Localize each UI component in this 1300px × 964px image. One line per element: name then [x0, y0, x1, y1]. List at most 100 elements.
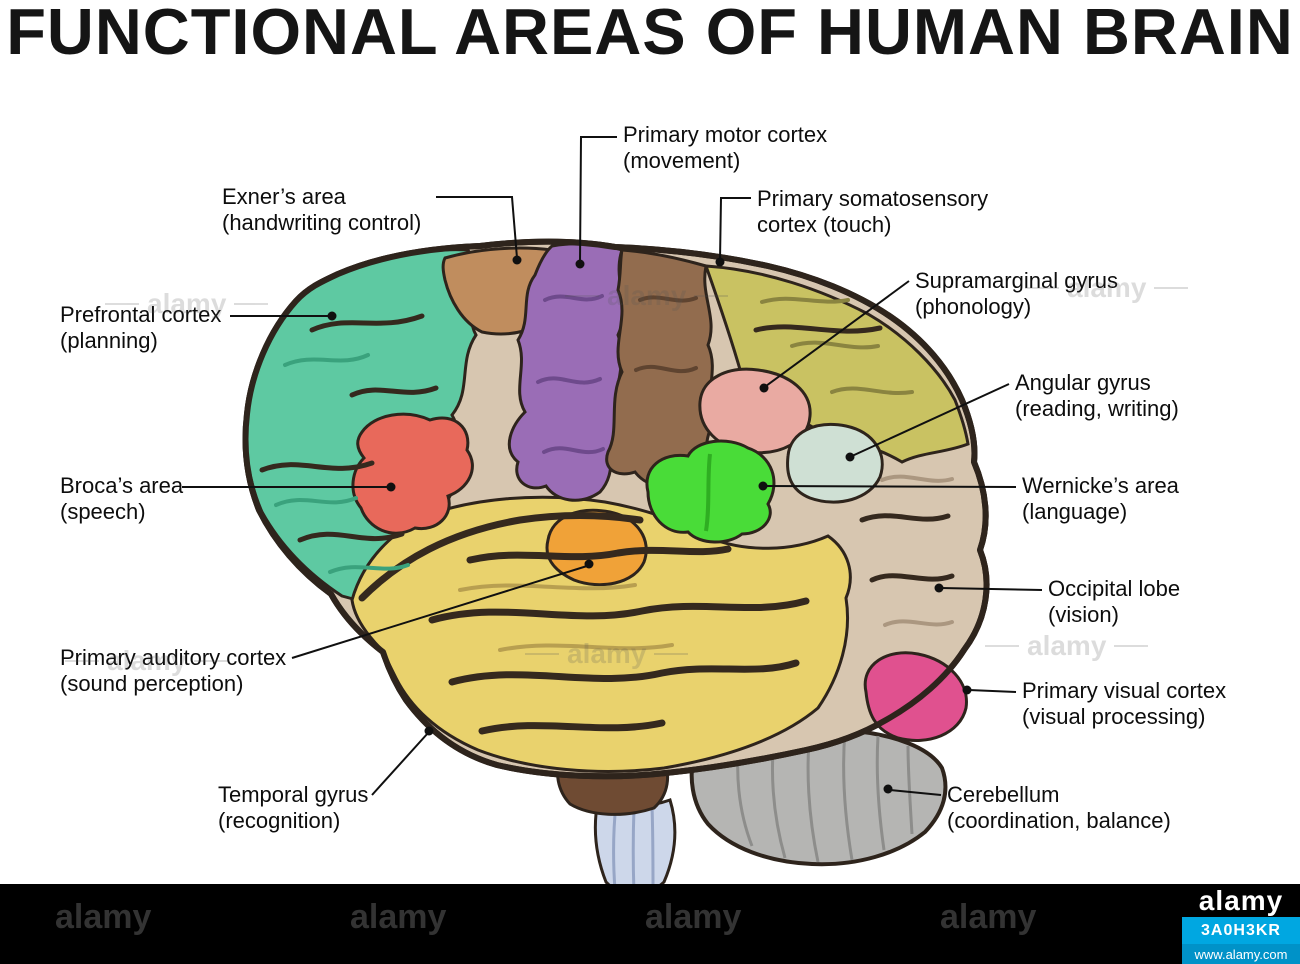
label-text-secondary: (phonology)	[915, 294, 1032, 319]
leader-lines	[182, 136, 1043, 796]
alamy-logo: alamy	[1182, 884, 1300, 917]
label-text-primary: Primary motor cortex	[623, 122, 828, 147]
watermark-dash	[1025, 287, 1059, 289]
label-text-secondary: (reading, writing)	[1015, 396, 1179, 421]
label-exners-area: Exner’s area (handwriting control)	[222, 184, 421, 236]
watermark-dash	[1114, 645, 1149, 647]
region-wernickes-area	[645, 439, 776, 544]
label-text-primary: Exner’s area	[222, 184, 346, 209]
pointer-dots	[327, 255, 972, 794]
watermark-text: alamy	[1067, 272, 1147, 303]
watermark-bar-logo: alamy	[350, 898, 447, 936]
label-text-secondary: (handwriting control)	[222, 210, 422, 235]
label-text-secondary: (planning)	[60, 328, 158, 353]
leader-line-occipital-lobe	[940, 587, 1043, 591]
pointer-dot-primary-motor-cortex	[575, 259, 585, 269]
label-text-primary: Prefrontal cortex	[60, 302, 222, 327]
pointer-dot-primary-auditory-cortex	[584, 559, 594, 569]
watermark: alamy	[525, 638, 689, 670]
label-text-primary: Supramarginal gyrus	[915, 268, 1118, 293]
leader-line-primary-visual-cortex	[968, 689, 1017, 693]
label-wernickes-area: Wernicke’s area (language)	[1022, 473, 1179, 525]
label-occipital-lobe: Occipital lobe (vision)	[1048, 576, 1180, 628]
label-text-primary: Occipital lobe	[1048, 576, 1181, 601]
region-angular-gyrus	[786, 423, 884, 504]
label-primary-somatosensory-cortex: Primary somatosensory cortex (touch)	[757, 186, 988, 238]
label-text-secondary: (recognition)	[218, 808, 341, 833]
watermark-bar-logo: alamy	[645, 898, 742, 936]
watermark-text: alamy	[567, 638, 647, 669]
label-text-secondary: (speech)	[60, 499, 146, 524]
watermark-dash	[1154, 287, 1189, 289]
watermark-bar-logo: alamy	[940, 898, 1037, 936]
label-text-secondary: (visual processing)	[1022, 704, 1206, 729]
cerebrum-outline	[242, 238, 990, 780]
watermark-dash	[654, 653, 689, 655]
watermark-dash	[525, 653, 559, 655]
watermark: alamy	[985, 630, 1149, 662]
watermark-text: alamy	[1027, 630, 1107, 661]
label-angular-gyrus: Angular gyrus (reading, writing)	[1015, 370, 1179, 422]
leader-line-exners-area	[436, 196, 518, 259]
label-primary-auditory-cortex: Primary auditory cortex (sound perceptio…	[60, 645, 286, 697]
leader-line-primary-motor-cortex	[579, 136, 617, 263]
label-text-secondary: cortex (touch)	[757, 212, 892, 237]
leader-line-wernickes-area	[764, 485, 1017, 488]
leader-line-cerebellum	[889, 789, 942, 796]
watermark-dash	[105, 303, 139, 305]
wernicke-lobe-divider	[704, 453, 712, 532]
leader-line-angular-gyrus	[851, 383, 1010, 457]
label-text-primary: Temporal gyrus	[218, 782, 369, 807]
pointer-dot-wernickes-area	[758, 481, 768, 491]
pointer-dot-primary-visual-cortex	[962, 685, 972, 695]
label-text-primary: Primary auditory cortex	[60, 645, 287, 670]
label-text-secondary: (vision)	[1048, 602, 1119, 627]
sulci-lines	[259, 294, 955, 735]
pointer-dot-supramarginal-gyrus	[759, 383, 769, 393]
pointer-dot-cerebellum	[883, 784, 893, 794]
pointer-dot-angular-gyrus	[845, 452, 855, 462]
label-text-secondary: (movement)	[623, 148, 741, 173]
leader-line-primary-auditory-cortex	[291, 565, 588, 659]
watermark-dash	[234, 303, 269, 305]
label-cerebellum: Cerebellum (coordination, balance)	[947, 782, 1171, 834]
label-text-primary: Wernicke’s area	[1022, 473, 1179, 498]
pointer-dot-primary-somatosensory-cortex	[715, 257, 725, 267]
label-primary-motor-cortex: Primary motor cortex (movement)	[623, 122, 827, 174]
watermark: alamy	[65, 645, 229, 677]
label-text-primary: Primary somatosensory	[757, 186, 989, 211]
watermark-bar: alamy alamy alamy alamy	[0, 884, 1300, 964]
region-temporal-gyrus	[350, 495, 852, 773]
page-title: FUNCTIONAL AREAS OF HUMAN BRAIN	[6, 0, 1294, 68]
watermark-dash	[194, 660, 229, 662]
pointer-dot-prefrontal-cortex	[327, 311, 337, 321]
leader-line-temporal-gyrus	[371, 732, 429, 796]
pointer-dot-occipital-lobe	[934, 583, 944, 593]
label-text-secondary: (coordination, balance)	[947, 808, 1171, 833]
watermark-text: alamy	[147, 288, 227, 319]
label-text-primary: Cerebellum	[947, 782, 1060, 807]
pointer-dot-temporal-gyrus	[424, 726, 434, 736]
label-primary-visual-cortex: Primary visual cortex (visual processing…	[1022, 678, 1226, 730]
watermark: alamy	[1025, 272, 1189, 304]
watermark-dash	[565, 295, 599, 297]
watermark: alamy	[565, 280, 729, 312]
label-brocas-area: Broca’s area (speech)	[60, 473, 183, 525]
watermark-dash	[694, 295, 729, 297]
label-text-secondary: (sound perception)	[60, 671, 244, 696]
label-text-primary: Primary visual cortex	[1022, 678, 1227, 703]
label-prefrontal-cortex: Prefrontal cortex (planning)	[60, 302, 221, 354]
watermark-dash	[985, 645, 1019, 647]
watermark-dash	[65, 660, 99, 662]
watermark-text: alamy	[107, 645, 187, 676]
watermark: alamy	[105, 288, 269, 320]
label-temporal-gyrus: Temporal gyrus (recognition)	[218, 782, 368, 834]
alamy-url: www.alamy.com	[1182, 944, 1300, 964]
pointer-dot-brocas-area	[386, 482, 396, 492]
label-supramarginal-gyrus: Supramarginal gyrus (phonology)	[915, 268, 1118, 320]
leader-line-supramarginal-gyrus	[765, 280, 910, 387]
pointer-dot-exners-area	[512, 255, 522, 265]
watermark-text: alamy	[607, 280, 687, 311]
